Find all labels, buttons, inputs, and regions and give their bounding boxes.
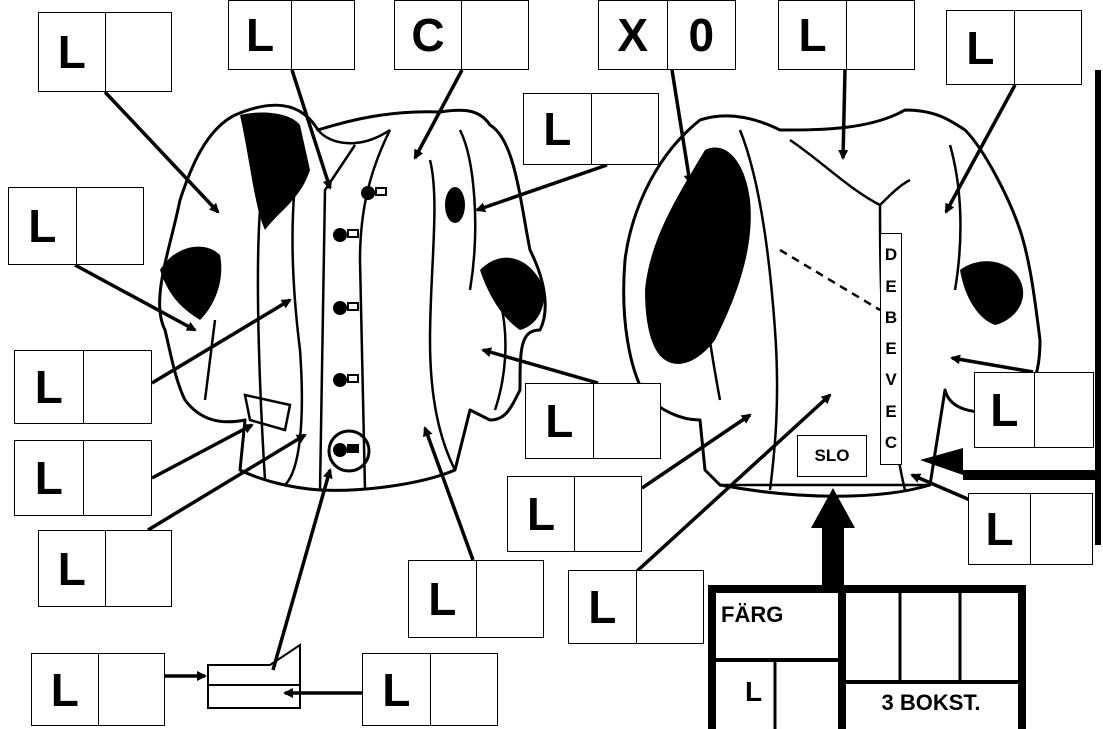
label-box-10: L: [525, 383, 661, 459]
label-box-15-code: L: [39, 531, 105, 606]
sponsor-strip: D E B E V E C: [880, 233, 902, 465]
label-box-19: L: [362, 653, 498, 726]
label-box-4-code-a: X: [599, 1, 667, 69]
label-box-17-code: L: [569, 571, 636, 643]
label-box-4-code-b: 0: [667, 1, 736, 69]
label-box-12: L: [14, 440, 152, 516]
label-box-17-empty[interactable]: [636, 571, 704, 643]
sponsor-letter: D: [885, 245, 897, 265]
label-box-2: L: [228, 0, 355, 70]
label-box-1-code: L: [39, 13, 105, 91]
table-l-label: L: [745, 676, 762, 708]
label-box-19-empty[interactable]: [430, 654, 498, 725]
label-box-5-code: L: [779, 1, 846, 69]
label-box-10-code: L: [526, 384, 593, 458]
label-box-1: L: [38, 12, 172, 92]
label-box-16-code: L: [409, 561, 476, 637]
label-box-15-empty[interactable]: [105, 531, 172, 606]
pocket-detail: [208, 645, 300, 708]
label-box-8-code: L: [9, 188, 76, 264]
label-box-10-empty[interactable]: [593, 384, 661, 458]
sponsor-letter: B: [885, 308, 897, 328]
label-box-12-code: L: [15, 441, 83, 515]
table-color-label: FÄRG: [721, 602, 783, 628]
label-box-13-empty[interactable]: [574, 477, 641, 551]
nation-label: SLO: [797, 435, 867, 477]
label-box-6-code: L: [947, 11, 1014, 84]
label-box-15: L: [38, 530, 172, 607]
label-box-14: L: [968, 493, 1093, 565]
sponsor-letter: V: [885, 370, 896, 390]
label-box-8-empty[interactable]: [76, 188, 144, 264]
label-box-9-empty[interactable]: [83, 351, 152, 423]
label-box-14-code: L: [969, 494, 1030, 564]
label-box-14-empty[interactable]: [1030, 494, 1092, 564]
label-box-7-empty[interactable]: [591, 94, 659, 164]
sponsor-letter: E: [885, 402, 896, 422]
table-letters-label: 3 BOKST.: [846, 690, 1016, 716]
label-box-5-empty[interactable]: [846, 1, 914, 69]
label-box-1-empty[interactable]: [105, 13, 172, 91]
label-box-9-code: L: [15, 351, 83, 423]
label-box-16: L: [408, 560, 544, 638]
sponsor-letter: E: [885, 277, 896, 297]
label-box-17: L: [568, 570, 704, 644]
label-box-19-code: L: [363, 654, 430, 725]
label-box-13: L: [507, 476, 642, 552]
label-box-7-code: L: [524, 94, 591, 164]
label-box-2-code: L: [229, 1, 291, 69]
label-box-6-empty[interactable]: [1014, 11, 1082, 84]
label-box-3-empty[interactable]: [461, 1, 528, 69]
label-box-8: L: [8, 187, 144, 265]
label-box-13-code: L: [508, 477, 574, 551]
label-box-3-code: C: [395, 1, 461, 69]
label-box-3: C: [394, 0, 529, 70]
label-box-16-empty[interactable]: [476, 561, 544, 637]
label-box-18-code: L: [32, 654, 98, 725]
label-box-11-code: L: [975, 373, 1034, 447]
label-box-11-empty[interactable]: [1034, 373, 1094, 447]
label-box-12-empty[interactable]: [83, 441, 152, 515]
sponsor-letter: C: [885, 433, 897, 453]
label-box-9: L: [14, 350, 152, 424]
sponsor-letter: E: [885, 339, 896, 359]
label-box-2-empty[interactable]: [291, 1, 354, 69]
label-box-7: L: [523, 93, 659, 165]
label-box-18: L: [31, 653, 165, 726]
label-box-5: L: [778, 0, 915, 70]
label-box-18-empty[interactable]: [98, 654, 165, 725]
label-box-11: L: [974, 372, 1094, 448]
label-box-6: L: [946, 10, 1082, 85]
